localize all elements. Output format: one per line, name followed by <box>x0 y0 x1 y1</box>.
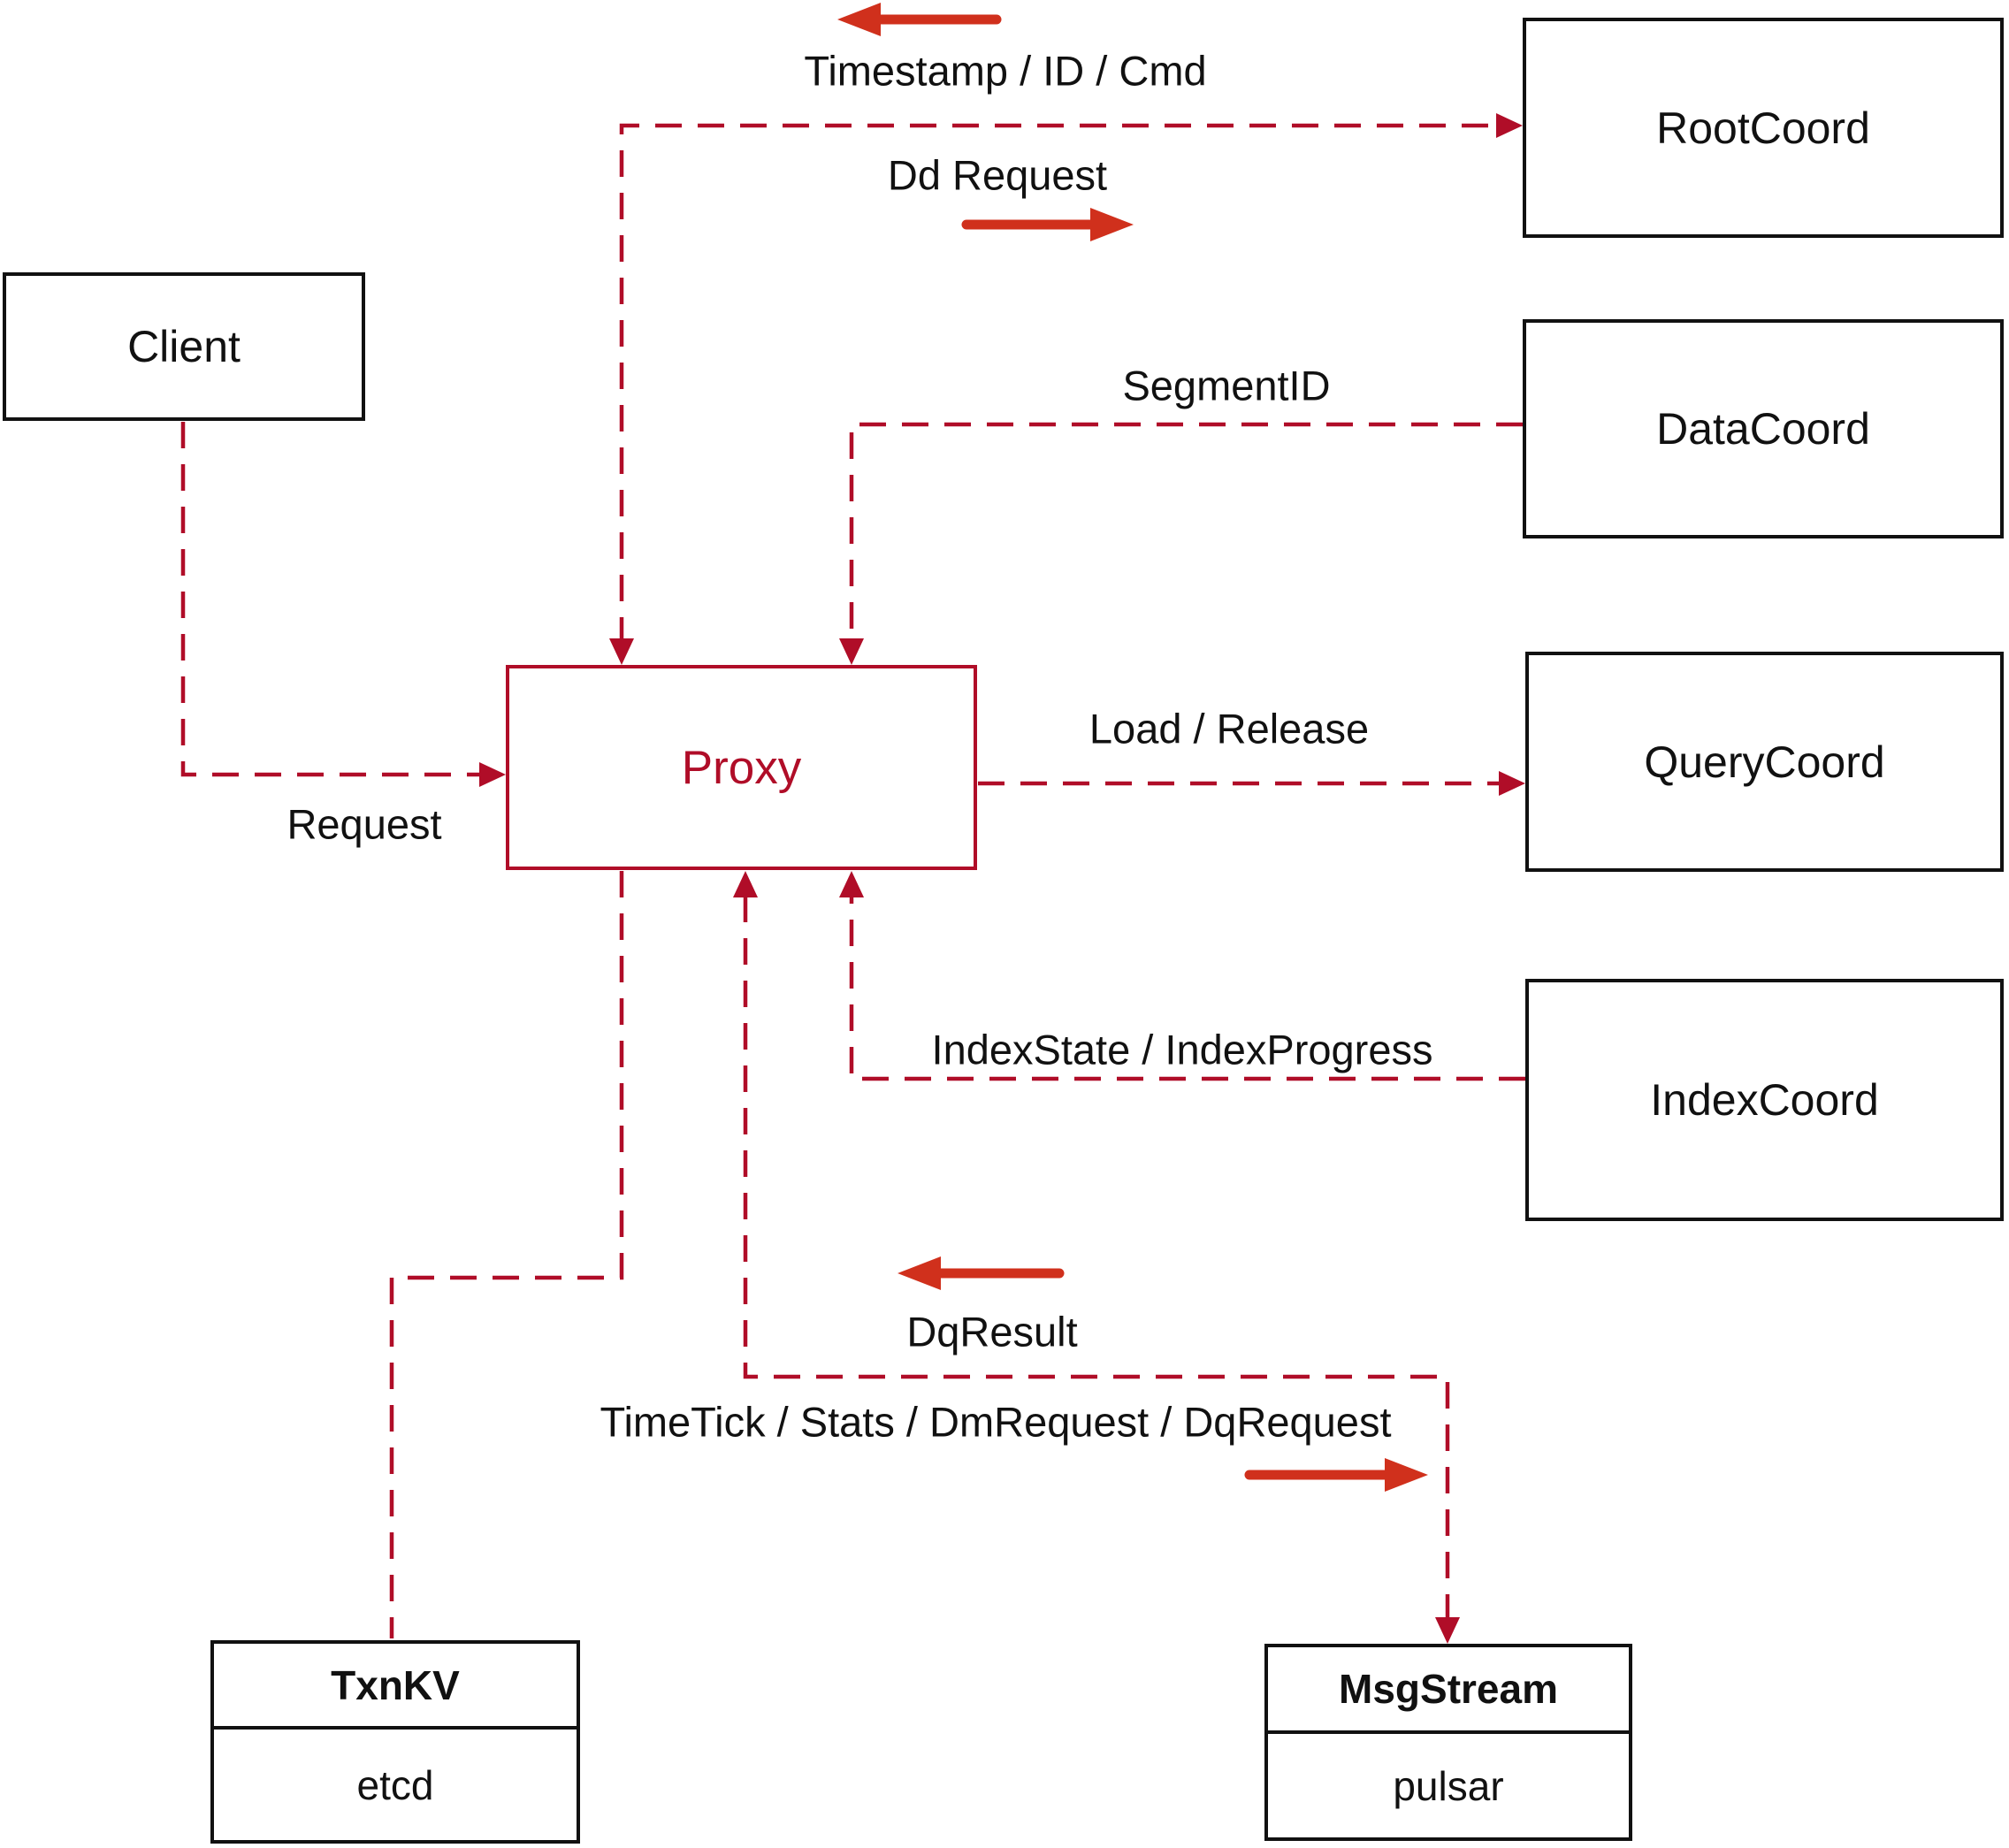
edge-proxy-msgstream <box>733 871 1460 1644</box>
indexcoord-label: IndexCoord <box>1650 1075 1879 1125</box>
request-edge-label: Request <box>286 800 442 848</box>
dd-request-direction-arrow <box>961 208 1134 241</box>
txnkv-node: TxnKV etcd <box>210 1640 580 1844</box>
edge-proxy-querycoord <box>978 771 1525 796</box>
segment-id-edge-label: SegmentID <box>1122 362 1331 409</box>
dq-result-edge-label: DqResult <box>906 1308 1078 1355</box>
querycoord-node: QueryCoord <box>1525 652 2004 872</box>
timestamp-direction-arrow <box>837 3 1002 36</box>
dd-request-edge-label: Dd Request <box>887 151 1108 199</box>
dq-result-direction-arrow <box>898 1256 1065 1290</box>
querycoord-label: QueryCoord <box>1644 737 1885 787</box>
client-node: Client <box>3 272 365 421</box>
edge-datacoord-proxy <box>839 422 1523 665</box>
txnkv-title: TxnKV <box>214 1644 577 1730</box>
datacoord-node: DataCoord <box>1523 319 2004 538</box>
msgstream-node: MsgStream pulsar <box>1264 1644 1632 1841</box>
edge-indexcoord-proxy <box>839 871 1525 1081</box>
txnkv-implementation: etcd <box>356 1761 434 1808</box>
msgstream-title: MsgStream <box>1268 1647 1629 1734</box>
edge-proxy-rootcoord <box>609 113 1523 665</box>
proxy-node: Proxy <box>506 665 977 870</box>
edge-client-proxy <box>180 422 506 787</box>
client-label: Client <box>127 322 241 371</box>
msgstream-implementation: pulsar <box>1393 1762 1504 1809</box>
proxy-label: Proxy <box>681 741 802 794</box>
rootcoord-label: RootCoord <box>1656 103 1870 153</box>
datacoord-label: DataCoord <box>1656 404 1870 454</box>
index-state-edge-label: IndexState / IndexProgress <box>931 1026 1433 1073</box>
time-tick-direction-arrow <box>1244 1458 1428 1492</box>
time-tick-edge-label: TimeTick / Stats / DmRequest / DqRequest <box>600 1398 1392 1446</box>
load-release-edge-label: Load / Release <box>1089 705 1370 752</box>
timestamp-edge-label: Timestamp / ID / Cmd <box>804 47 1207 95</box>
edge-proxy-txnkv <box>389 871 624 1638</box>
indexcoord-node: IndexCoord <box>1525 979 2004 1221</box>
rootcoord-node: RootCoord <box>1523 18 2004 238</box>
